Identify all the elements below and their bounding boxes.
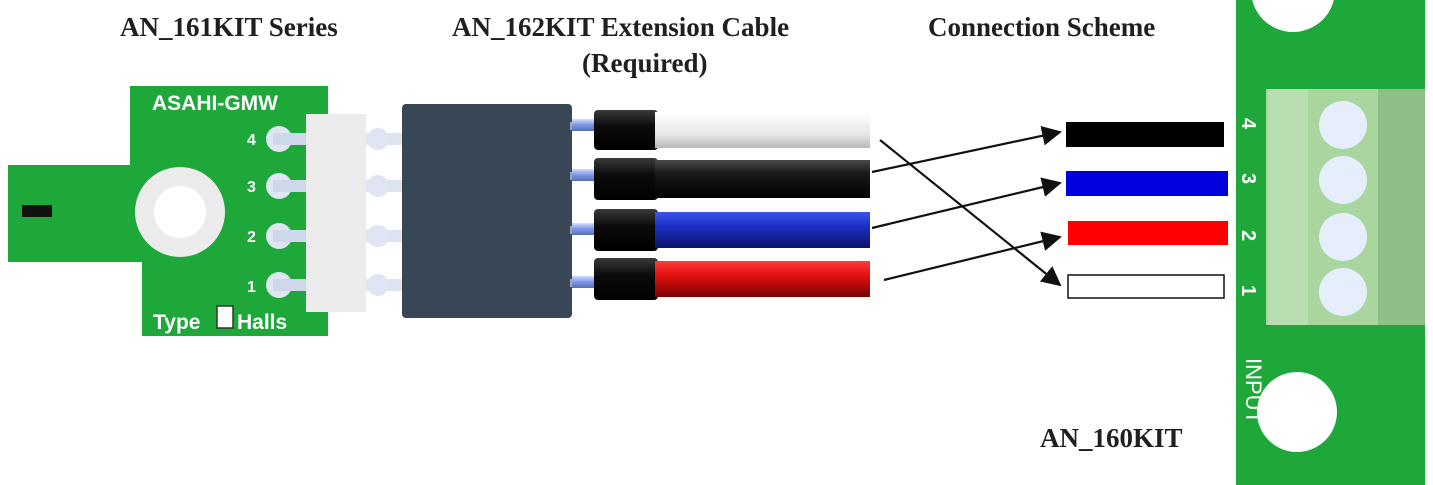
extension-cable <box>402 104 870 318</box>
arrow-black-to-pin4 <box>871 126 1062 174</box>
terminal-pin-label: 3 <box>1237 173 1259 184</box>
sensor-board: ASAHI-GMW 4 3 2 1 Type Halls <box>8 86 328 336</box>
sensor-pin-1: 1 <box>247 272 309 298</box>
terminal-pin-label: 2 <box>1237 230 1259 241</box>
input-label: INPUT <box>1241 358 1266 424</box>
sensor-pin-2: 2 <box>247 223 309 249</box>
wire-white <box>570 110 870 150</box>
bottom-mounting-hole <box>1257 372 1337 452</box>
type-checkbox <box>216 305 234 329</box>
terminal-screw <box>1319 213 1367 261</box>
terminal-board-title: AN_160KIT <box>1040 423 1183 453</box>
sensor-pin-label: 2 <box>247 229 256 246</box>
wire-black <box>570 158 870 200</box>
target-blue <box>1066 171 1228 196</box>
terminal-pin-label: 1 <box>1237 285 1259 296</box>
extension-cable-title: AN_162KIT Extension Cable <box>452 12 790 42</box>
sensor-pin-3: 3 <box>247 173 309 199</box>
arrow-blue-to-pin3 <box>871 177 1062 230</box>
mounting-hole <box>154 186 206 238</box>
sensor-brand-label: ASAHI-GMW <box>152 92 278 115</box>
terminal-screw <box>1319 156 1367 204</box>
sensor-pin-4: 4 <box>247 126 309 152</box>
arrow-white-to-pin1 <box>879 139 1062 287</box>
halls-label: Halls <box>237 311 287 334</box>
wire-blue <box>570 209 870 251</box>
scheme-targets <box>1066 122 1228 299</box>
terminal-pin-label: 4 <box>1237 118 1259 130</box>
terminal-screw <box>1319 101 1367 149</box>
wire-red <box>570 258 870 300</box>
connection-scheme-title: Connection Scheme <box>928 12 1156 42</box>
target-red <box>1068 221 1228 245</box>
arrow-red-to-pin2 <box>883 231 1062 282</box>
sensor-series-title: AN_161KIT Series <box>120 12 338 42</box>
top-mounting-hole <box>1252 0 1334 32</box>
sensor-pin-label: 1 <box>247 279 256 296</box>
terminal-board: 4 3 2 1 INPUT <box>1236 0 1425 485</box>
target-white <box>1067 274 1225 299</box>
extension-cable-required-note: (Required) <box>582 48 708 78</box>
sensor-chip <box>22 205 52 217</box>
cable-connector <box>402 104 572 318</box>
sensor-pin-label: 3 <box>247 179 256 196</box>
target-black <box>1066 122 1224 147</box>
sensor-pin-label: 4 <box>247 132 256 149</box>
terminal-screw <box>1319 268 1367 316</box>
type-label: Type <box>153 311 200 334</box>
pin-header <box>306 114 406 312</box>
connection-arrows <box>871 126 1062 287</box>
